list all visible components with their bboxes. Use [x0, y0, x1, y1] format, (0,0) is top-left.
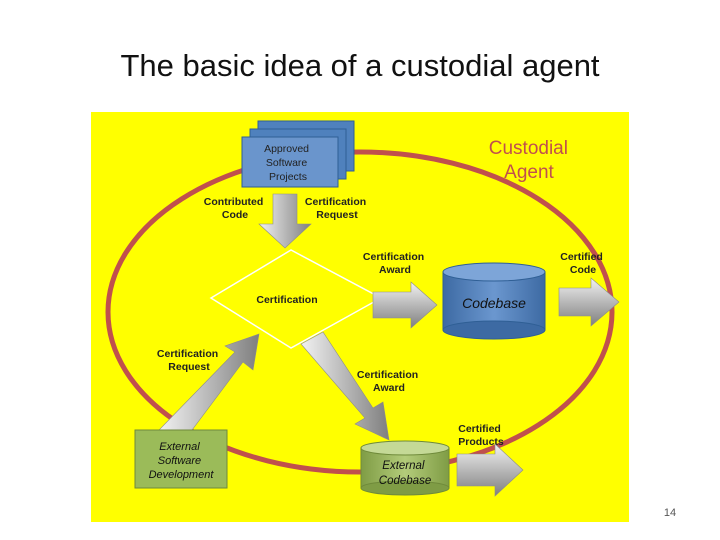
contributed-code-label: Contributed Code [204, 196, 266, 221]
certified-code-arrow [558, 277, 620, 327]
svg-text:External Codebase: External Codebase [379, 460, 431, 487]
codebase-cylinder: Codebase [442, 262, 546, 340]
certification-award-mid-label: Certification Award [357, 369, 421, 394]
certification-to-external-arrow [300, 331, 390, 441]
external-development-box: External Software Development [134, 429, 228, 489]
certification-request-top-label: Certification Request [305, 196, 369, 221]
approved-projects-stack: Approved Software Projects [241, 120, 355, 188]
custodial-agent-diagram: Custodial Agent Approved Software Projec… [91, 112, 629, 522]
certification-request-left-label: Certification Request [157, 348, 221, 373]
svg-text:Codebase: Codebase [462, 295, 526, 311]
down-arrow [258, 193, 312, 249]
certified-code-label: Certified Code [560, 251, 606, 276]
svg-text:Certification: Certification [256, 294, 317, 306]
page-number: 14 [663, 507, 677, 519]
svg-text:External Software: External Software Development [149, 441, 215, 481]
external-codebase-cylinder: External Codebase [360, 440, 450, 496]
to-codebase-arrow [372, 281, 438, 329]
agent-label: Custodial Agent [489, 138, 574, 183]
certification-award-top-label: Certification Award [363, 251, 427, 276]
external-to-certification-arrow [158, 333, 260, 443]
slide-title: The basic idea of a custodial agent [120, 48, 600, 83]
certified-products-label: Certified Products [458, 423, 504, 448]
certified-products-arrow [456, 443, 524, 497]
svg-text:Approved Software: Approved Software Projects [264, 143, 312, 183]
custodial-agent-ring [105, 149, 615, 475]
